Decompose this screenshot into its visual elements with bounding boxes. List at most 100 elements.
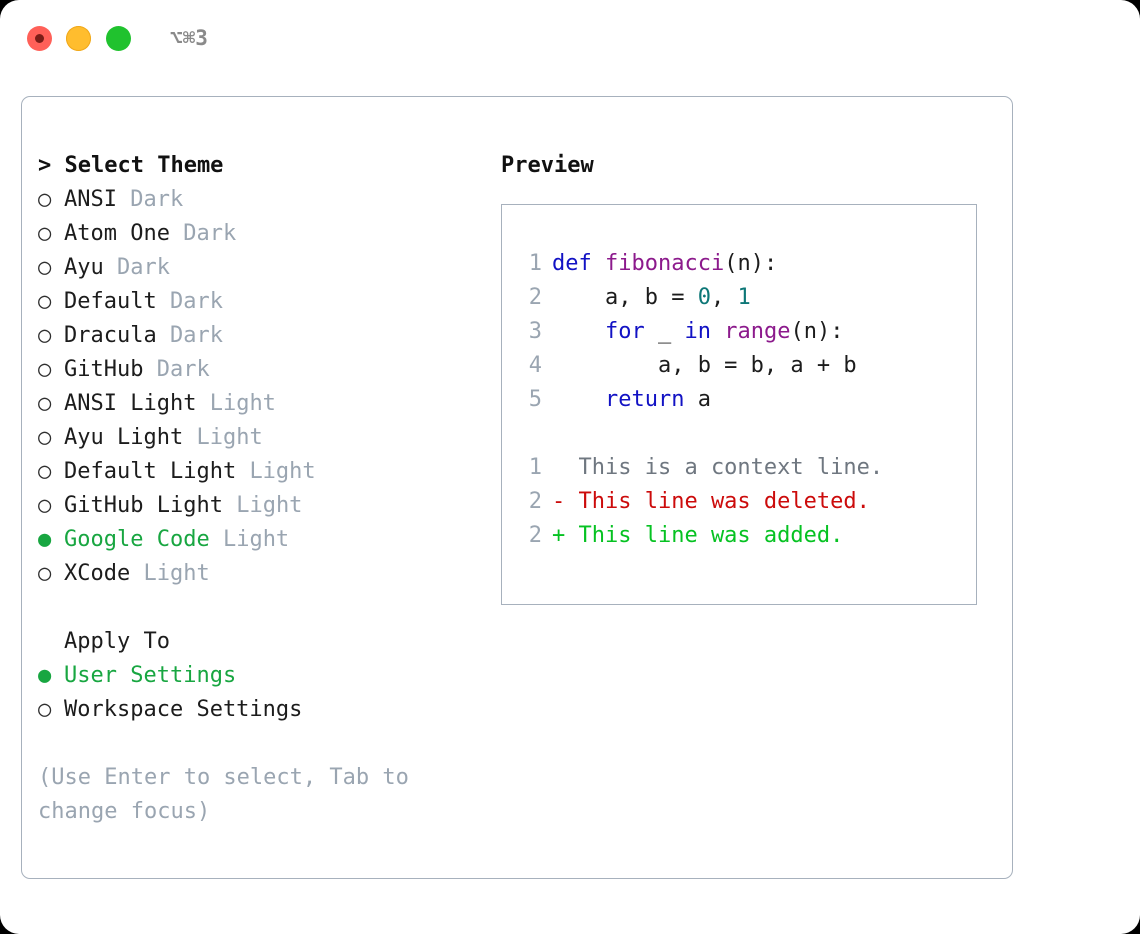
line-number: 4 <box>528 353 542 378</box>
diff-line-text: This is a context line. <box>552 455 884 480</box>
keyboard-shortcut-label: ⌥⌘3 <box>170 26 208 50</box>
radio-selected-icon: ● <box>38 527 52 552</box>
code-token <box>711 319 724 344</box>
apply-to-option-label: Workspace Settings <box>64 697 303 722</box>
label-gap <box>104 255 117 280</box>
line-number: 5 <box>528 387 542 412</box>
label-gap <box>223 493 236 518</box>
radio-unselected-icon: ○ <box>38 323 52 348</box>
line-number: 1 <box>528 455 542 480</box>
theme-option-label: Default Light <box>64 459 237 484</box>
code-token <box>552 319 605 344</box>
diff-line-text: - This line was deleted. <box>552 489 870 514</box>
theme-variant-tag: Light <box>196 425 263 450</box>
radio-unselected-icon: ○ <box>38 459 52 484</box>
theme-variant-tag: Light <box>236 493 303 518</box>
code-token: in <box>684 319 711 344</box>
theme-option-github-light[interactable]: ○ GitHub Light Light <box>38 489 488 523</box>
label-gap <box>157 323 170 348</box>
radio-unselected-icon: ○ <box>38 187 52 212</box>
line-number: 2 <box>528 523 542 548</box>
radio-unselected-icon: ○ <box>38 493 52 518</box>
theme-variant-tag: Dark <box>156 357 210 382</box>
select-theme-header: > Select Theme <box>38 153 224 178</box>
theme-option-default[interactable]: ○ Default Dark <box>38 285 488 319</box>
close-window-button[interactable] <box>27 26 52 51</box>
theme-option-google-code[interactable]: ●Google Code Light <box>38 523 488 557</box>
apply-to-option-user-settings[interactable]: ● User Settings <box>38 659 488 693</box>
diff-sample: 1 This is a context line. 2 - This line wa… <box>516 451 970 553</box>
theme-option-default-light[interactable]: ○Default Light Light <box>38 455 488 489</box>
code-token: for <box>604 319 645 344</box>
label-gap <box>210 527 223 552</box>
theme-option-label: ANSI Light <box>64 391 197 416</box>
list-spacer <box>38 591 488 625</box>
theme-option-ansi-light[interactable]: ○ANSI Light Light <box>38 387 488 421</box>
code-token: , <box>710 285 738 310</box>
maximize-window-button[interactable] <box>106 26 131 51</box>
minimize-window-button[interactable] <box>66 26 91 51</box>
theme-variant-tag: Dark <box>130 187 184 212</box>
radio-unselected-icon: ○ <box>38 425 52 450</box>
label-gap <box>196 391 209 416</box>
theme-option-label: GitHub <box>64 357 144 382</box>
code-token: 1 <box>737 285 751 310</box>
line-number: 3 <box>528 319 542 344</box>
apply-to-option-workspace-settings[interactable]: ○ Workspace Settings <box>38 693 488 727</box>
theme-option-ayu-light[interactable]: ○ Ayu Light Light <box>38 421 488 455</box>
code-token: 0 <box>697 285 711 310</box>
label-gap <box>183 425 196 450</box>
label-gap <box>143 357 156 382</box>
apply-to-option-label: User Settings <box>64 663 237 688</box>
code-token: a, b = b, a + b <box>552 353 857 378</box>
theme-option-label: ANSI <box>64 187 117 212</box>
code-token <box>552 387 605 412</box>
theme-option-label: Default <box>64 289 157 314</box>
code-line: 2 a, b = 0, 1 <box>516 281 970 315</box>
line-number: 2 <box>528 285 542 310</box>
line-number: 1 <box>528 251 542 276</box>
line-number: 2 <box>528 489 542 514</box>
label-gap <box>157 289 170 314</box>
theme-option-label: GitHub Light <box>64 493 223 518</box>
theme-variant-tag: Dark <box>169 289 223 314</box>
theme-picker-column: > Select Theme ○ANSI Dark○Atom One Dark○… <box>38 149 488 829</box>
theme-option-label: Ayu Light <box>64 425 184 450</box>
radio-unselected-icon: ○ <box>38 391 52 416</box>
code-token: a, b = <box>552 285 698 310</box>
radio-unselected-icon: ○ <box>38 697 52 722</box>
main-panel: > Select Theme ○ANSI Dark○Atom One Dark○… <box>21 96 1013 879</box>
code-line: 3 for _ in range(n): <box>516 315 970 349</box>
theme-option-label: Ayu <box>64 255 104 280</box>
theme-option-label: Dracula <box>64 323 157 348</box>
label-gap <box>170 221 183 246</box>
code-token: _ <box>644 319 685 344</box>
theme-variant-tag: Dark <box>169 323 223 348</box>
code-token: def <box>552 251 605 276</box>
theme-option-dracula[interactable]: ○ Dracula Dark <box>38 319 488 353</box>
code-line: 4 a, b = b, a + b <box>516 349 970 383</box>
theme-option-github[interactable]: ○GitHub Dark <box>38 353 488 387</box>
radio-unselected-icon: ○ <box>38 221 52 246</box>
code-token: fibonacci <box>604 251 725 276</box>
radio-unselected-icon: ○ <box>38 289 52 314</box>
theme-option-label: Google Code <box>64 527 210 552</box>
theme-option-label: XCode <box>64 561 131 586</box>
label-gap <box>236 459 249 484</box>
radio-selected-icon: ● <box>38 663 52 688</box>
theme-option-label: Atom One <box>64 221 170 246</box>
diff-line: 2+ This line was added. <box>516 519 970 553</box>
apply-to-header: Apply To <box>64 629 170 654</box>
theme-option-ansi[interactable]: ○ ANSI Dark <box>38 183 488 217</box>
theme-option-ayu[interactable]: ○Ayu Dark <box>38 251 488 285</box>
theme-option-atom-one[interactable]: ○ Atom One Dark <box>38 217 488 251</box>
theme-variant-tag: Dark <box>183 221 237 246</box>
theme-option-xcode[interactable]: ○XCode Light <box>38 557 488 591</box>
label-gap <box>117 187 130 212</box>
